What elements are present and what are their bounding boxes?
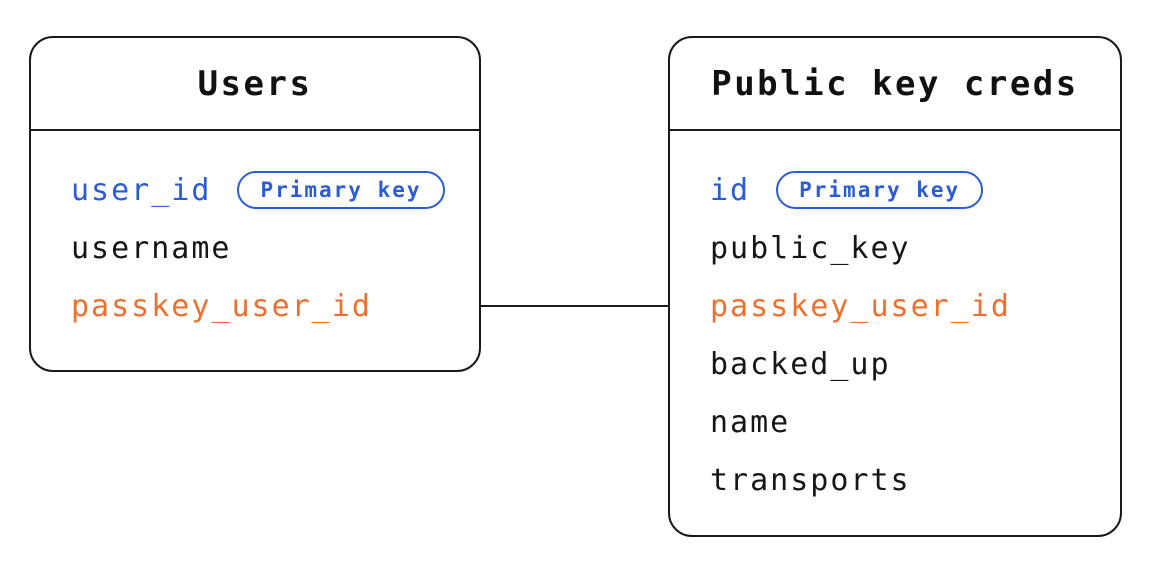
- relationship-line[interactable]: [481, 305, 668, 307]
- field-row-public-key: public_key: [710, 219, 1120, 277]
- field-row-username: username: [71, 219, 479, 277]
- field-name: id: [710, 172, 751, 208]
- field-name: transports: [710, 462, 911, 498]
- field-row-passkey-user-id: passkey_user_id: [710, 277, 1120, 335]
- table-body: id Primary key public_key passkey_user_i…: [670, 131, 1120, 509]
- primary-key-badge: Primary key: [776, 171, 984, 209]
- field-name: passkey_user_id: [710, 288, 1011, 324]
- field-row-user-id: user_id Primary key: [71, 161, 479, 219]
- field-name: public_key: [710, 230, 911, 266]
- field-row-passkey-user-id: passkey_user_id: [71, 277, 479, 335]
- field-name: backed_up: [710, 346, 891, 382]
- field-row-transports: transports: [710, 451, 1120, 509]
- field-row-id: id Primary key: [710, 161, 1120, 219]
- field-name: name: [710, 404, 791, 440]
- table-header: Users: [31, 38, 479, 131]
- table-node-public-key-creds[interactable]: Public key creds id Primary key public_k…: [668, 36, 1122, 537]
- table-title: Users: [197, 63, 313, 104]
- field-row-backed-up: backed_up: [710, 335, 1120, 393]
- field-name: passkey_user_id: [71, 288, 372, 324]
- table-title: Public key creds: [711, 63, 1079, 104]
- table-node-users[interactable]: Users user_id Primary key username passk…: [29, 36, 481, 372]
- table-header: Public key creds: [670, 38, 1120, 131]
- primary-key-badge: Primary key: [237, 171, 445, 209]
- field-name: user_id: [71, 172, 212, 208]
- field-row-name: name: [710, 393, 1120, 451]
- field-name: username: [71, 230, 232, 266]
- table-body: user_id Primary key username passkey_use…: [31, 131, 479, 335]
